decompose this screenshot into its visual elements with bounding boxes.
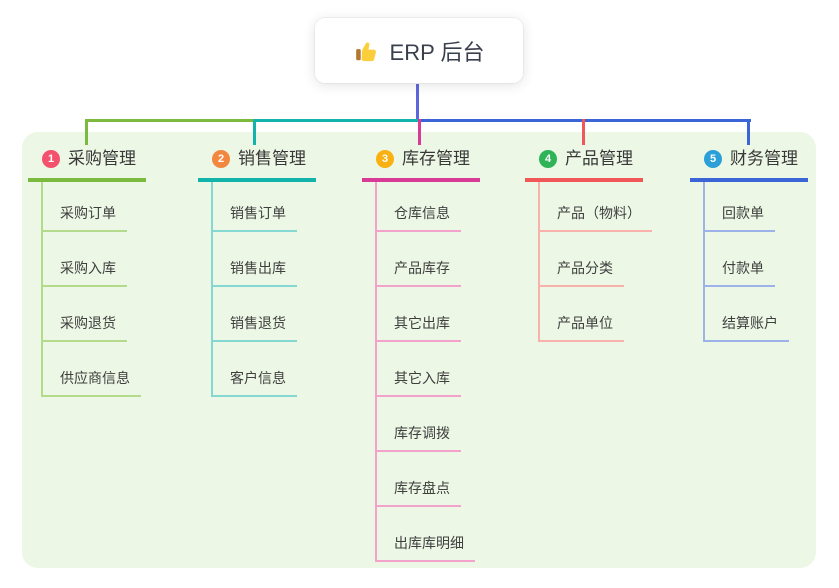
node-supplier-info[interactable]: 供应商信息 [43,342,141,397]
node-product-category[interactable]: 产品分类 [540,232,624,287]
connector-horizontal-sales [253,119,419,122]
connector-root [416,84,419,121]
root-label: ERP 后台 [389,39,485,65]
branch-title: 库存管理 [402,149,470,168]
badge-5: 5 [704,150,722,168]
badge-1: 1 [42,150,60,168]
branch-sales: 2 销售管理 销售订单 销售出库 销售退货 客户信息 [198,147,316,397]
branch-purchase: 1 采购管理 采购订单 采购入库 采购退货 供应商信息 [28,147,146,397]
thumbs-up-icon [354,38,380,64]
branch-children: 仓库信息 产品库存 其它出库 其它入库 库存调拨 库存盘点 出库库明细 [375,182,475,562]
branch-title: 销售管理 [238,149,306,168]
branch-label-product[interactable]: 4 产品管理 [525,147,643,182]
node-purchase-order[interactable]: 采购订单 [43,182,127,232]
branch-finance: 5 财务管理 回款单 付款单 结算账户 [690,147,808,342]
branches-panel [22,132,816,568]
connector-drop-product [582,119,585,145]
branch-label-finance[interactable]: 5 财务管理 [690,147,808,182]
branch-label-purchase[interactable]: 1 采购管理 [28,147,146,182]
node-purchase-return[interactable]: 采购退货 [43,287,127,342]
branch-children: 产品（物料） 产品分类 产品单位 [538,182,652,342]
branch-title: 采购管理 [68,149,136,168]
badge-3: 3 [376,150,394,168]
node-product-stock[interactable]: 产品库存 [377,232,461,287]
node-product-unit[interactable]: 产品单位 [540,287,624,342]
node-sales-outbound[interactable]: 销售出库 [213,232,297,287]
node-product-material[interactable]: 产品（物料） [540,182,652,232]
connector-horizontal-finance [419,119,751,122]
node-customer-info[interactable]: 客户信息 [213,342,297,397]
branch-title: 财务管理 [730,149,798,168]
branch-children: 销售订单 销售出库 销售退货 客户信息 [211,182,297,397]
node-stock-transfer[interactable]: 库存调拨 [377,397,461,452]
branch-children: 回款单 付款单 结算账户 [703,182,789,342]
root-node[interactable]: ERP 后台 [315,18,523,83]
node-other-outbound[interactable]: 其它出库 [377,287,461,342]
node-settlement-account[interactable]: 结算账户 [705,287,789,342]
branch-title: 产品管理 [565,149,633,168]
node-purchase-inbound[interactable]: 采购入库 [43,232,127,287]
connector-drop-inventory [418,119,421,145]
node-sales-order[interactable]: 销售订单 [213,182,297,232]
node-stock-check[interactable]: 库存盘点 [377,452,461,507]
node-other-inbound[interactable]: 其它入库 [377,342,461,397]
badge-2: 2 [212,150,230,168]
branch-inventory: 3 库存管理 仓库信息 产品库存 其它出库 其它入库 库存调拨 库存盘点 出库库… [362,147,480,562]
branch-label-sales[interactable]: 2 销售管理 [198,147,316,182]
node-warehouse-info[interactable]: 仓库信息 [377,182,461,232]
node-outbound-detail[interactable]: 出库库明细 [377,507,475,562]
node-receipt-bill[interactable]: 回款单 [705,182,775,232]
connector-drop-finance [747,119,750,145]
connector-horizontal-purchase [85,119,253,122]
connector-drop-purchase [85,119,88,145]
branch-product: 4 产品管理 产品（物料） 产品分类 产品单位 [525,147,652,342]
node-sales-return[interactable]: 销售退货 [213,287,297,342]
node-payment-bill[interactable]: 付款单 [705,232,775,287]
branch-children: 采购订单 采购入库 采购退货 供应商信息 [41,182,141,397]
connector-drop-sales [253,119,256,145]
badge-4: 4 [539,150,557,168]
branch-label-inventory[interactable]: 3 库存管理 [362,147,480,182]
